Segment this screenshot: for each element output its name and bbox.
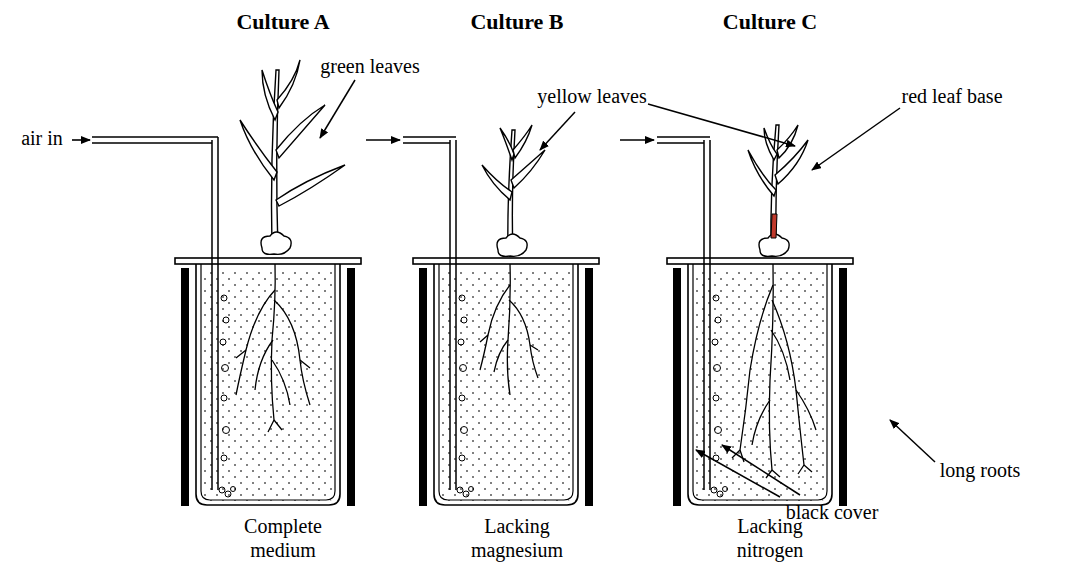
medium-caption: Lacking nitrogen [710,514,830,562]
culture-heading: Culture B [470,9,563,35]
culture-heading: Culture C [723,9,817,35]
callout-label: air in [21,126,63,150]
callout-label: green leaves [320,54,419,78]
callout-label: red leaf base [901,84,1002,108]
medium-caption: Complete medium [223,514,343,562]
callout-label: long roots [940,458,1021,482]
medium-caption: Lacking magnesium [457,514,577,562]
culture-heading: Culture A [236,9,329,35]
callout-label: yellow leaves [537,84,646,108]
